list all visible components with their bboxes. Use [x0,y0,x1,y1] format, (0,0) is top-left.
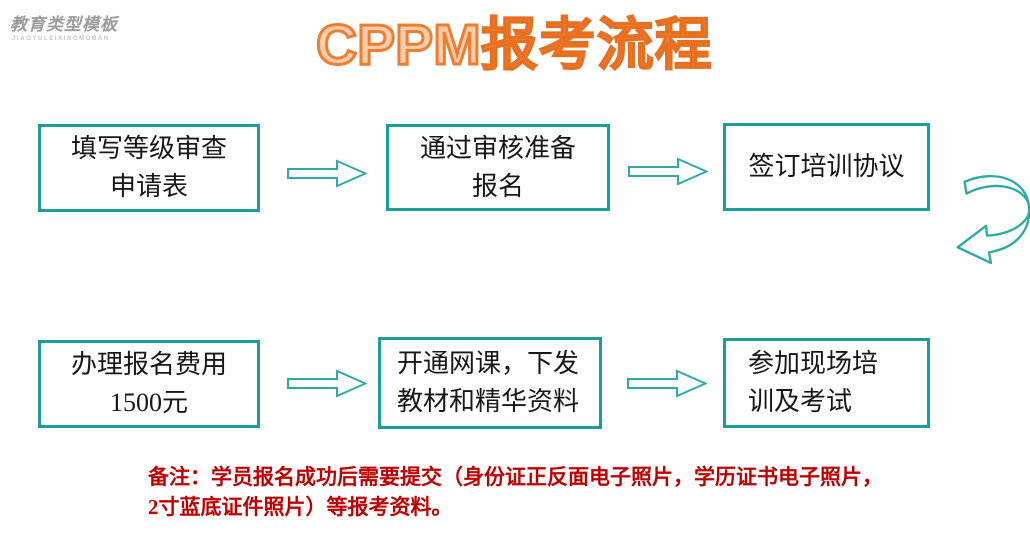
logo-subtitle: JIAOYULEIXINGMOBAN [12,36,110,42]
page-title-cn: 报考流程 [480,12,713,78]
flow-step-5-label: 开通网课，下发 教材和精华资料 [397,349,580,416]
flow-step-5: 开通网课，下发 教材和精华资料 [378,337,602,429]
footnote: 备注：学员报名成功后需要提交（身份证正反面电子照片，学历证书电子照片， 2寸蓝底… [148,465,883,519]
curved-down-arrow-icon [956,174,1030,265]
flow-step-3-label: 签订培训协议 [748,152,905,181]
logo: 教育类型模板 JIAOYULEIXINGMOBAN [10,10,190,42]
flow-step-2: 通过审核准备 报名 [386,124,610,211]
flow-step-6-label: 参加现场培 训及考试 [748,349,879,416]
flow-step-3: 签订培训协议 [723,123,930,211]
flow-step-6: 参加现场培 训及考试 [723,338,930,428]
arrow-right-icon [287,369,367,398]
flow-step-1: 填写等级审查 申请表 [38,124,260,212]
arrow-right-icon [628,157,708,186]
flow-step-4-label: 办理报名费用 1500元 [70,350,227,417]
flow-step-1-label: 填写等级审查 申请表 [70,134,227,201]
page-title-latin: CPPM [315,12,483,79]
arrow-right-icon [627,369,707,398]
arrow-right-icon [287,159,367,188]
flow-step-4: 办理报名费用 1500元 [38,340,260,428]
logo-text: 教育类型模板 [10,15,118,34]
page-title: CPPM报考流程 [315,10,713,80]
flow-step-2-label: 通过审核准备 报名 [419,133,576,201]
